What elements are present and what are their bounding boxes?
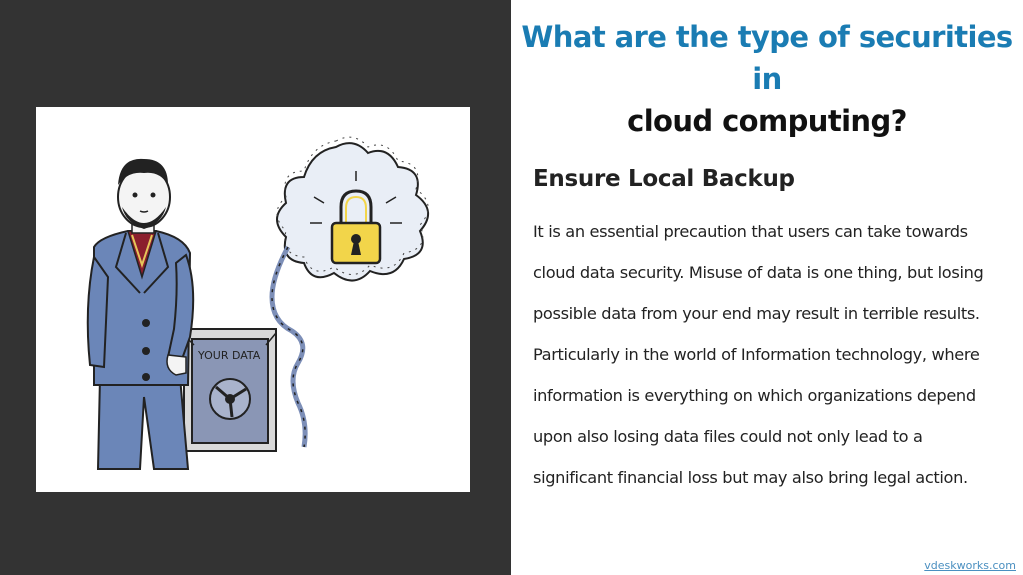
man-with-safe-drawing: YOUR DATA	[86, 136, 429, 470]
left-panel: YOUR DATA	[0, 0, 511, 575]
page-title: What are the type of securities in cloud…	[511, 16, 1023, 142]
body-line: significant financial loss but may also …	[533, 468, 968, 487]
section-body: It is an essential precaution that users…	[533, 211, 1003, 498]
safe-icon: YOUR DATA	[181, 328, 277, 452]
man-figure	[86, 158, 195, 470]
title-line-2: cloud computing?	[627, 104, 907, 138]
body-line: upon also losing data files could not on…	[533, 427, 923, 446]
body-line: It is an essential precaution that users…	[533, 222, 968, 241]
padlock-icon	[310, 171, 402, 265]
cloud-icon	[276, 136, 429, 282]
title-line-1: What are the type of securities in	[521, 20, 1013, 96]
illustration: YOUR DATA	[36, 107, 470, 492]
safe-label: YOUR DATA	[197, 349, 261, 362]
body-line: cloud data security. Misuse of data is o…	[533, 263, 984, 282]
body-line: Particularly in the world of Information…	[533, 345, 980, 364]
body-line: information is everything on which organ…	[533, 386, 976, 405]
section-heading: Ensure Local Backup	[533, 166, 795, 192]
wire-cord	[269, 245, 308, 448]
footer-link[interactable]: vdeskworks.com	[924, 559, 1016, 572]
body-line: possible data from your end may result i…	[533, 304, 980, 323]
